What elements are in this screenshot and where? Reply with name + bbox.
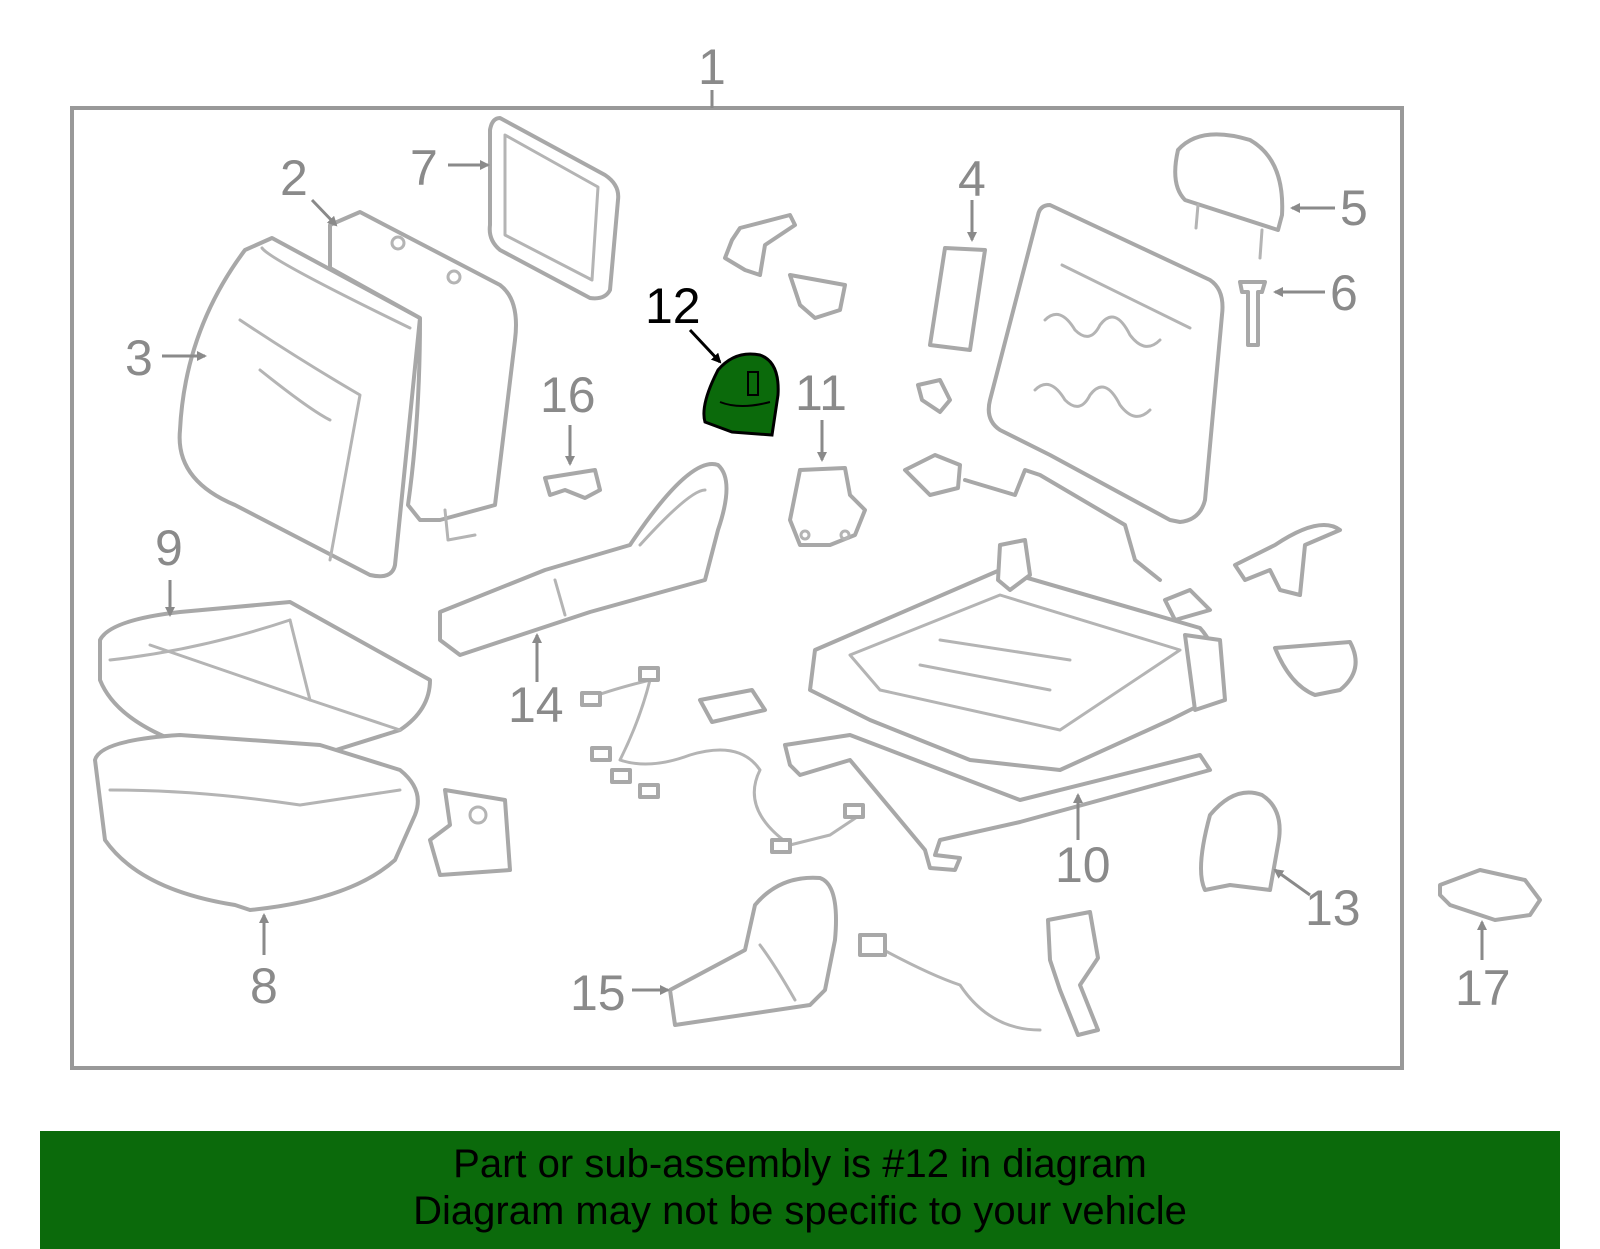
rod (963, 468, 1162, 582)
seat-back-cover (177, 236, 422, 579)
parts-diagram: 1 3 2 7 12 16 11 (70, 39, 1542, 1070)
callout-6: 6 (1330, 265, 1358, 321)
clip-b (903, 453, 962, 497)
highlighted-part-12-detail (719, 371, 771, 407)
seat-track-10 (783, 538, 1227, 872)
leader-13 (1273, 868, 1311, 897)
callout-5: 5 (1340, 180, 1368, 236)
callout-12: 12 (645, 278, 701, 334)
notice-line-1: Part or sub-assembly is #12 in diagram (453, 1142, 1147, 1186)
seat-back-frame (986, 203, 1225, 524)
callout-13: 13 (1305, 880, 1361, 936)
cushion-pad-8 (93, 733, 420, 912)
callout-9: 9 (155, 520, 183, 576)
clip-c (1163, 588, 1212, 622)
side-shield-14 (438, 462, 729, 657)
headrest-guide-6 (1238, 280, 1267, 347)
seatbelt-buckle (858, 910, 1100, 1037)
callout-11: 11 (795, 365, 847, 421)
shield-15 (668, 875, 838, 1027)
callout-17: 17 (1455, 960, 1511, 1016)
seat-back-panel (487, 116, 621, 301)
cover-13 (1199, 790, 1282, 892)
hinge-bracket (428, 788, 512, 877)
cushion-cover-9 (98, 600, 432, 765)
clip-16 (543, 468, 602, 500)
notice-line-2: Diagram may not be specific to your vehi… (413, 1189, 1187, 1233)
wire-harness (580, 666, 865, 854)
callout-16: 16 (540, 367, 596, 423)
callout-7: 7 (410, 140, 438, 196)
callout-8: 8 (250, 958, 278, 1014)
callout-14: 14 (508, 677, 564, 733)
headrest-5 (1173, 132, 1285, 260)
clip-a (916, 378, 952, 414)
bracket-top (723, 213, 847, 320)
callout-1: 1 (698, 39, 726, 95)
bracket-17 (1438, 868, 1542, 922)
recliner-11 (788, 466, 867, 547)
notice-banner: Part or sub-assembly is #12 in diagram D… (40, 1131, 1560, 1249)
cup-part (1273, 640, 1358, 697)
leader-2 (310, 198, 338, 227)
callout-2: 2 (280, 150, 308, 206)
callout-4: 4 (958, 151, 986, 207)
callout-10: 10 (1055, 837, 1111, 893)
module (698, 688, 767, 724)
callout-15: 15 (570, 965, 626, 1021)
assembly-frame (70, 106, 1404, 1070)
leader-12 (688, 328, 722, 364)
seat-back-pad (328, 210, 518, 542)
lumbar-4 (928, 246, 987, 352)
highlighted-part-12 (702, 352, 780, 437)
callout-3: 3 (125, 330, 153, 386)
bracket-right (1233, 523, 1342, 597)
